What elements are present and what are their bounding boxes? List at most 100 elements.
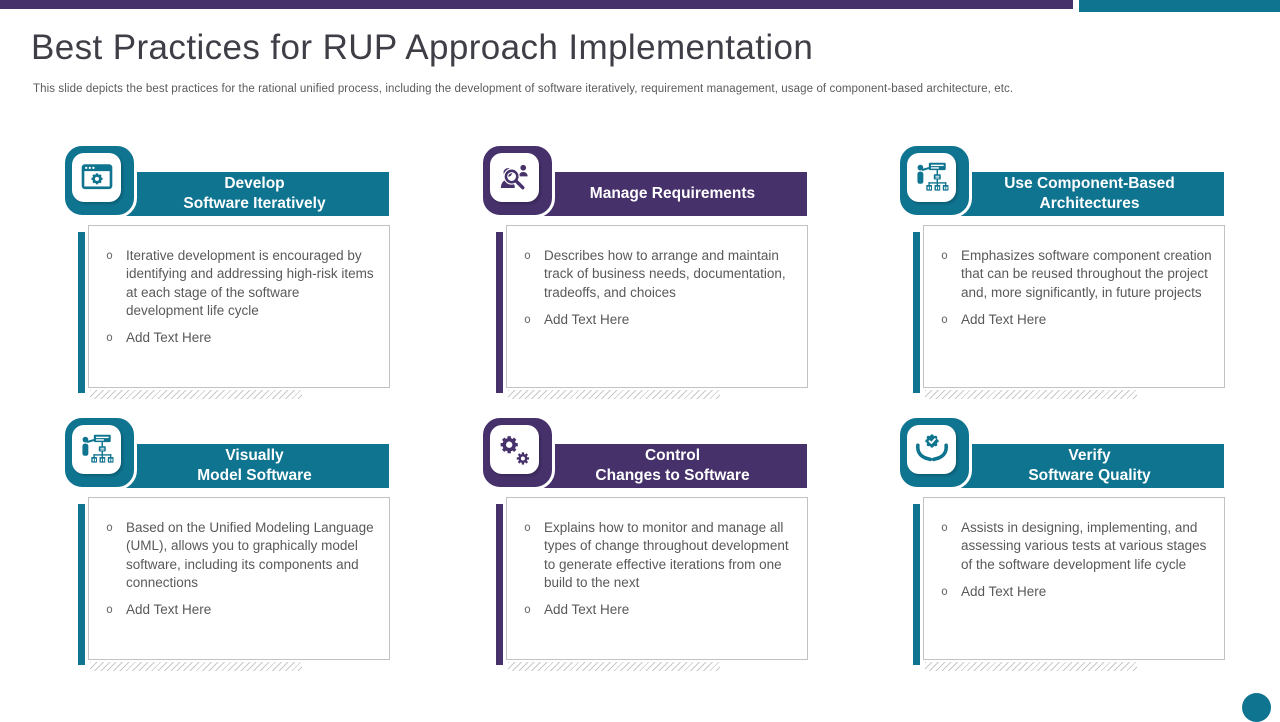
hatch-strip: [508, 390, 720, 399]
bullet-text: Based on the Unified Modeling Language (…: [126, 520, 374, 591]
people-search-icon: [496, 159, 534, 197]
bullet-text: Add Text Here: [961, 584, 1047, 600]
bullet-marker: o: [524, 602, 531, 617]
card-accent-bar: [78, 232, 85, 393]
card-accent-bar: [78, 504, 85, 665]
card-title: Develop Software Iteratively: [183, 175, 326, 212]
card-visually-model-software: Visually Model Software o Based on the Un…: [62, 415, 390, 673]
browser-gear-icon: [81, 163, 112, 189]
card-develop-software-iteratively: Develop Software Iteratively o Iterative …: [62, 143, 390, 401]
bullet-list: o Describes how to arrange and maintain t…: [507, 226, 807, 329]
card-title: Verify Software Quality: [1028, 447, 1151, 484]
card-banner: Develop Software Iteratively: [120, 172, 389, 216]
hatch-strip: [90, 662, 302, 671]
top-accent-bar-purple: [0, 0, 1073, 9]
card-icon-badge: [480, 143, 555, 218]
hatch-strip: [925, 390, 1137, 399]
card-verify-software-quality: Verify Software Quality o Assists in desi…: [897, 415, 1225, 673]
card-icon-tile: [72, 425, 121, 474]
bullet-item: o Explains how to monitor and manage all …: [507, 519, 795, 592]
bullet-marker: o: [106, 248, 113, 262]
bullet-item: o Add Text Here: [924, 311, 1212, 329]
bullet-marker: o: [941, 520, 948, 534]
card-icon-tile: [907, 425, 956, 474]
card-body: o Assists in designing, implementing, and…: [923, 497, 1225, 660]
card-banner: Verify Software Quality: [955, 444, 1224, 488]
bullet-marker: o: [524, 312, 531, 327]
bullet-item: o Based on the Unified Modeling Language …: [89, 519, 377, 592]
bullet-list: o Explains how to monitor and manage all …: [507, 498, 807, 620]
hands-badge-icon: [915, 432, 948, 461]
hatch-strip: [90, 390, 302, 399]
bullet-marker: o: [941, 248, 948, 262]
bullet-marker: o: [524, 248, 531, 262]
card-icon-badge: [897, 415, 972, 490]
bullet-list: o Based on the Unified Modeling Language …: [89, 498, 389, 620]
bullet-marker: o: [106, 602, 113, 617]
card-accent-bar: [496, 232, 503, 393]
card-title: Use Component-Based Architectures: [1004, 175, 1175, 212]
bullet-text: Assists in designing, implementing, and …: [961, 520, 1207, 572]
bullet-list: o Iterative development is encouraged by …: [89, 226, 389, 348]
card-title: Control Changes to Software: [595, 447, 750, 484]
bullet-marker: o: [524, 520, 531, 534]
card-title: Visually Model Software: [197, 447, 312, 484]
bullet-item: o Add Text Here: [507, 311, 795, 329]
card-body: o Based on the Unified Modeling Language …: [88, 497, 390, 660]
bullet-marker: o: [941, 584, 948, 599]
bullet-marker: o: [106, 520, 113, 534]
card-banner: Manage Requirements: [538, 172, 807, 216]
bullet-text: Add Text Here: [126, 602, 212, 618]
card-icon-badge: [62, 415, 137, 490]
bullet-item: o Add Text Here: [89, 601, 377, 619]
card-body: o Explains how to monitor and manage all …: [506, 497, 808, 660]
bullet-item: o Add Text Here: [924, 583, 1212, 601]
page-title: Best Practices for RUP Approach Implemen…: [31, 28, 814, 67]
bullet-item: o Add Text Here: [507, 601, 795, 619]
card-banner: Use Component-Based Architectures: [955, 172, 1224, 216]
card-title: Manage Requirements: [589, 185, 756, 203]
top-accent-bar-teal: [1079, 0, 1280, 12]
gears-icon: [500, 435, 529, 465]
presenter-flowchart-icon: [81, 434, 113, 463]
presenter-flowchart-icon: [916, 162, 948, 191]
card-body: o Emphasizes software component creation …: [923, 225, 1225, 388]
bullet-text: Describes how to arrange and maintain tr…: [544, 248, 786, 300]
bullet-item: o Describes how to arrange and maintain t…: [507, 247, 795, 302]
corner-circle-decoration: [1242, 693, 1271, 722]
bullet-item: o Add Text Here: [89, 329, 377, 347]
card-icon-tile: [490, 425, 539, 474]
card-body: o Iterative development is encouraged by …: [88, 225, 390, 388]
card-manage-requirements: Manage Requirements o Describes how to ar…: [480, 143, 808, 401]
card-icon-tile: [490, 153, 539, 202]
bullet-text: Emphasizes software component creation t…: [961, 248, 1212, 300]
bullet-list: o Assists in designing, implementing, and…: [924, 498, 1224, 601]
card-icon-tile: [907, 153, 956, 202]
page-subtitle: This slide depicts the best practices fo…: [33, 83, 1014, 95]
bullet-text: Add Text Here: [544, 602, 630, 618]
card-banner: Visually Model Software: [120, 444, 389, 488]
bullet-item: o Emphasizes software component creation …: [924, 247, 1212, 302]
card-accent-bar: [913, 504, 920, 665]
bullet-marker: o: [941, 312, 948, 327]
card-control-changes-to-software: Control Changes to Software o Explains ho…: [480, 415, 808, 673]
card-icon-badge: [480, 415, 555, 490]
bullet-text: Explains how to monitor and manage all t…: [544, 520, 789, 591]
card-icon-tile: [72, 153, 121, 202]
bullet-text: Iterative development is encouraged by i…: [126, 248, 374, 319]
bullet-text: Add Text Here: [961, 312, 1047, 328]
hatch-strip: [925, 662, 1137, 671]
card-icon-badge: [897, 143, 972, 218]
bullet-text: Add Text Here: [126, 330, 212, 346]
bullet-item: o Assists in designing, implementing, and…: [924, 519, 1212, 574]
bullet-list: o Emphasizes software component creation …: [924, 226, 1224, 329]
card-accent-bar: [913, 232, 920, 393]
card-use-component-based-architectures: Use Component-Based Architectures o Empha…: [897, 143, 1225, 401]
bullet-text: Add Text Here: [544, 312, 630, 328]
hatch-strip: [508, 662, 720, 671]
bullet-marker: o: [106, 330, 113, 345]
card-banner: Control Changes to Software: [538, 444, 807, 488]
card-body: o Describes how to arrange and maintain t…: [506, 225, 808, 388]
card-icon-badge: [62, 143, 137, 218]
bullet-item: o Iterative development is encouraged by …: [89, 247, 377, 320]
